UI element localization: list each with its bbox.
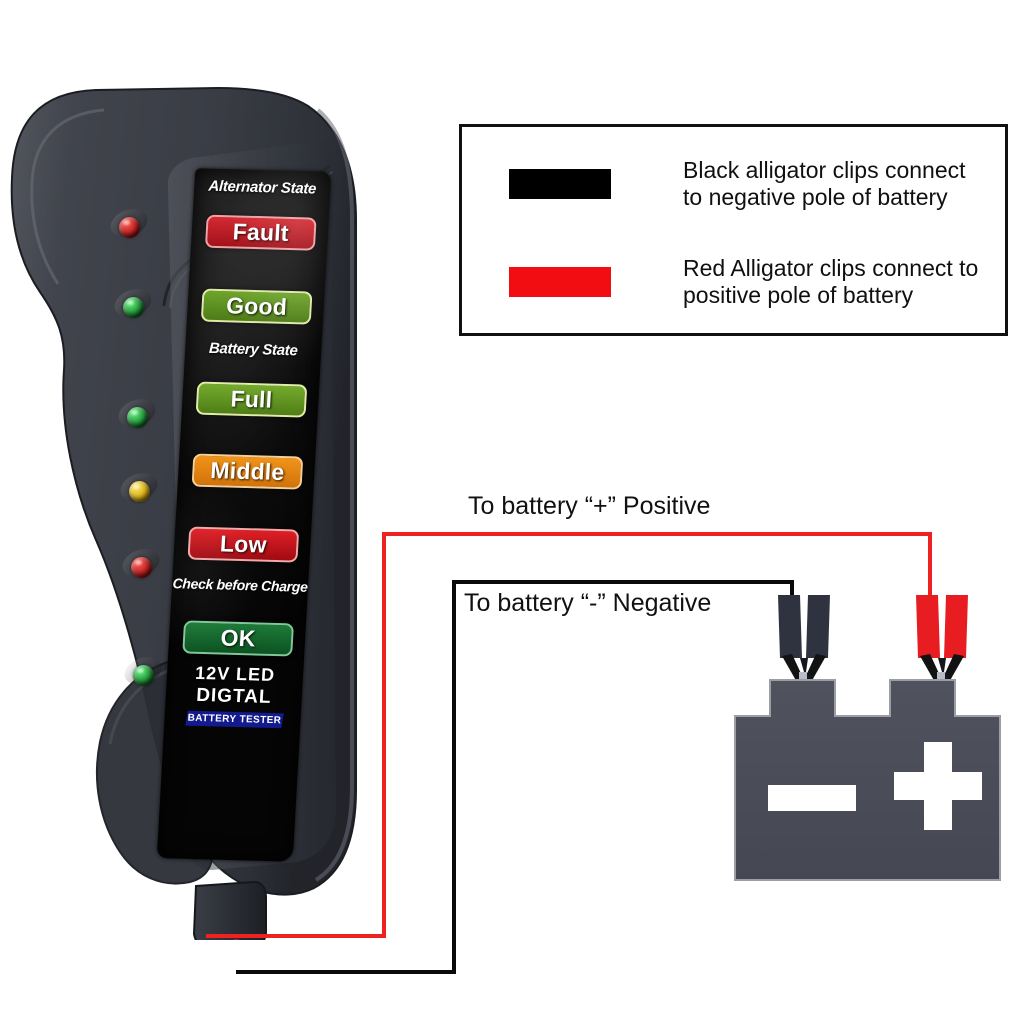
red-clip-swatch <box>509 267 611 297</box>
brand-battery-tester-text: BATTERY TESTER <box>187 712 282 727</box>
led-indicator-middle <box>129 481 150 502</box>
brand-voltage-line: 12V LED <box>194 662 276 686</box>
badge-good: Good <box>200 288 313 325</box>
red-wire-top-horizontal <box>382 532 932 536</box>
brand-digital-line: DIGTAL <box>195 684 273 708</box>
battery-negative-symbol <box>768 785 856 811</box>
legend-box: Black alligator clips connect to negativ… <box>459 124 1008 336</box>
car-battery-graphic <box>700 580 1024 900</box>
negative-callout-label: To battery “-” Negative <box>458 589 718 618</box>
brand-battery-tester-bar: BATTERY TESTER <box>185 710 284 729</box>
red-wire-left-vertical <box>382 532 386 938</box>
battery-positive-symbol <box>894 742 982 830</box>
red-alligator-clip <box>916 595 968 694</box>
led-indicator-full <box>127 407 148 428</box>
badge-full: Full <box>195 381 308 418</box>
alternator-state-title: Alternator State <box>208 177 317 198</box>
black-wire-top-horizontal <box>452 580 794 584</box>
badge-ok: OK <box>182 620 294 657</box>
led-indicator-good <box>123 297 144 318</box>
legend-text-black: Black alligator clips connect to negativ… <box>683 157 966 210</box>
badge-middle: Middle <box>191 453 304 490</box>
red-wire-right-vertical <box>928 532 932 628</box>
badge-fault: Fault <box>204 214 317 251</box>
black-wire-left-vertical <box>452 580 456 974</box>
battery-tester-device: Alternator State Fault Good Battery Stat… <box>0 70 400 940</box>
legend-row-red: Red Alligator clips connect to positive … <box>509 255 978 309</box>
legend-row-black: Black alligator clips connect to negativ… <box>509 157 966 211</box>
led-indicator-ok <box>133 665 154 686</box>
positive-callout-label: To battery “+” Positive <box>462 492 717 521</box>
black-clip-swatch <box>509 169 611 199</box>
badge-low: Low <box>187 526 300 563</box>
red-wire-bottom-segment <box>206 934 386 938</box>
led-indicator-fault <box>119 217 140 238</box>
black-wire-bottom-segment <box>236 970 454 974</box>
led-indicator-low <box>131 557 152 578</box>
battery-state-title: Battery State <box>208 339 298 360</box>
check-before-charge-note: Check before Charge <box>172 575 309 595</box>
legend-text-red: Red Alligator clips connect to positive … <box>683 255 979 308</box>
